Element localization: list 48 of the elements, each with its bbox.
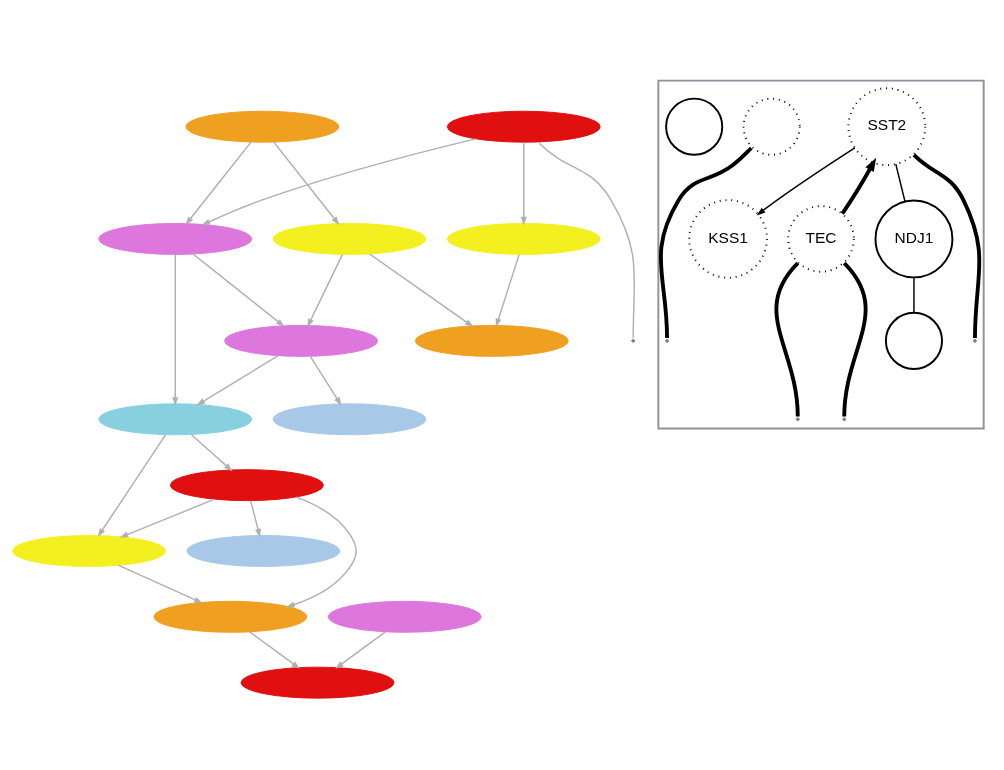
node-circle: NDJ1	[874, 199, 954, 278]
node-ellipse	[327, 600, 482, 633]
node-ellipse	[186, 534, 341, 567]
arrow	[285, 495, 357, 607]
arrow	[190, 433, 233, 471]
arrow	[307, 253, 344, 327]
connector	[912, 152, 982, 338]
node-circle	[884, 311, 943, 370]
node-circle: SST2	[847, 86, 927, 166]
connector	[913, 276, 915, 313]
connector	[538, 141, 636, 339]
arrow	[192, 252, 285, 327]
arrow	[520, 141, 527, 225]
arrow	[273, 140, 340, 225]
connector	[895, 162, 906, 202]
node-ellipse	[98, 222, 253, 255]
node-ellipse	[446, 222, 601, 255]
connector	[842, 261, 868, 416]
node-ellipse	[185, 110, 340, 143]
arrow	[249, 630, 301, 669]
arrow	[495, 253, 520, 327]
arrow	[196, 354, 280, 405]
arrow	[309, 355, 342, 406]
node-ellipse	[446, 110, 601, 143]
arrow	[185, 140, 252, 225]
arrow	[335, 630, 387, 669]
node-ellipse	[224, 324, 379, 357]
arrow	[97, 433, 167, 537]
node-ellipse	[240, 666, 395, 699]
arrow	[118, 564, 203, 603]
arrow	[119, 497, 216, 538]
arrow	[840, 157, 877, 215]
node-ellipse	[414, 324, 569, 357]
connector	[774, 261, 800, 416]
arrow	[368, 252, 474, 327]
node-ellipse	[12, 534, 167, 567]
connector	[658, 146, 753, 338]
node-ellipse	[169, 468, 324, 501]
node-ellipse	[98, 402, 253, 435]
arrow	[249, 499, 261, 537]
node-circle	[742, 97, 801, 156]
node-circle: TEC	[787, 204, 855, 273]
arrow	[172, 253, 179, 406]
arrow	[756, 146, 856, 215]
node-ellipse	[272, 402, 427, 435]
node-circle	[665, 97, 724, 156]
node-ellipse	[272, 222, 427, 255]
arrow	[201, 137, 477, 225]
